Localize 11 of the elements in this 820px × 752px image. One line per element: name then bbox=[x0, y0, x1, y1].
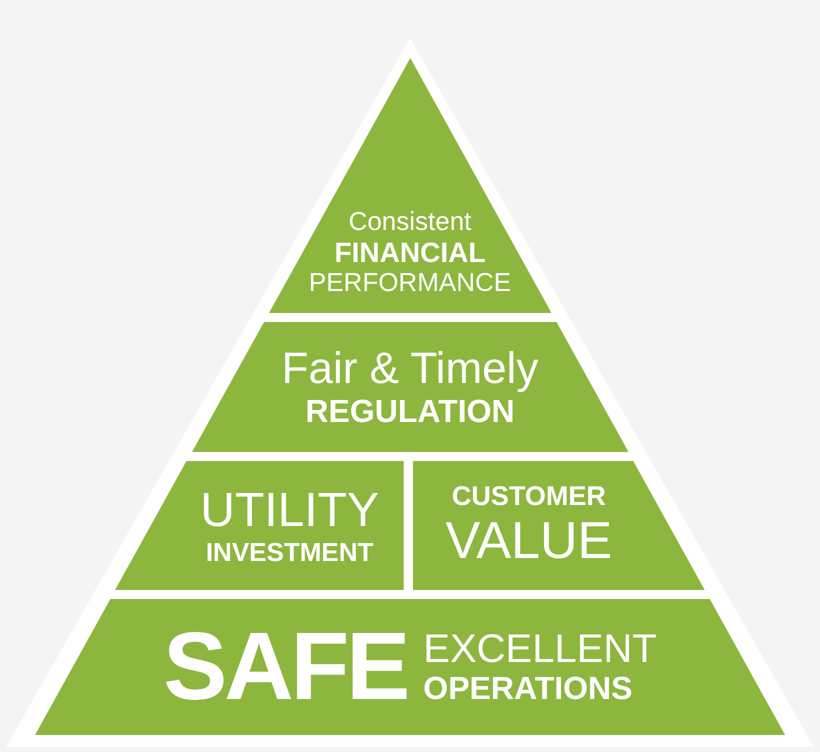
pyramid-tier bbox=[268, 58, 552, 313]
tier-label: Consistent FINANCIAL PERFORMANCE bbox=[308, 207, 512, 297]
tier-label: UTILITY INVESTMENT bbox=[200, 484, 379, 567]
pyramid-tier bbox=[34, 599, 786, 735]
pyramid-tier bbox=[413, 461, 705, 590]
pyramid-tier bbox=[192, 322, 628, 452]
tier-label: EXCELLENT OPERATIONS bbox=[423, 626, 657, 708]
pyramid-tier bbox=[115, 461, 404, 590]
tier-label: CUSTOMER VALUE bbox=[446, 481, 612, 570]
tier-label: SAFE bbox=[163, 613, 408, 721]
tier-label: Fair & Timely REGULATION bbox=[282, 344, 538, 430]
